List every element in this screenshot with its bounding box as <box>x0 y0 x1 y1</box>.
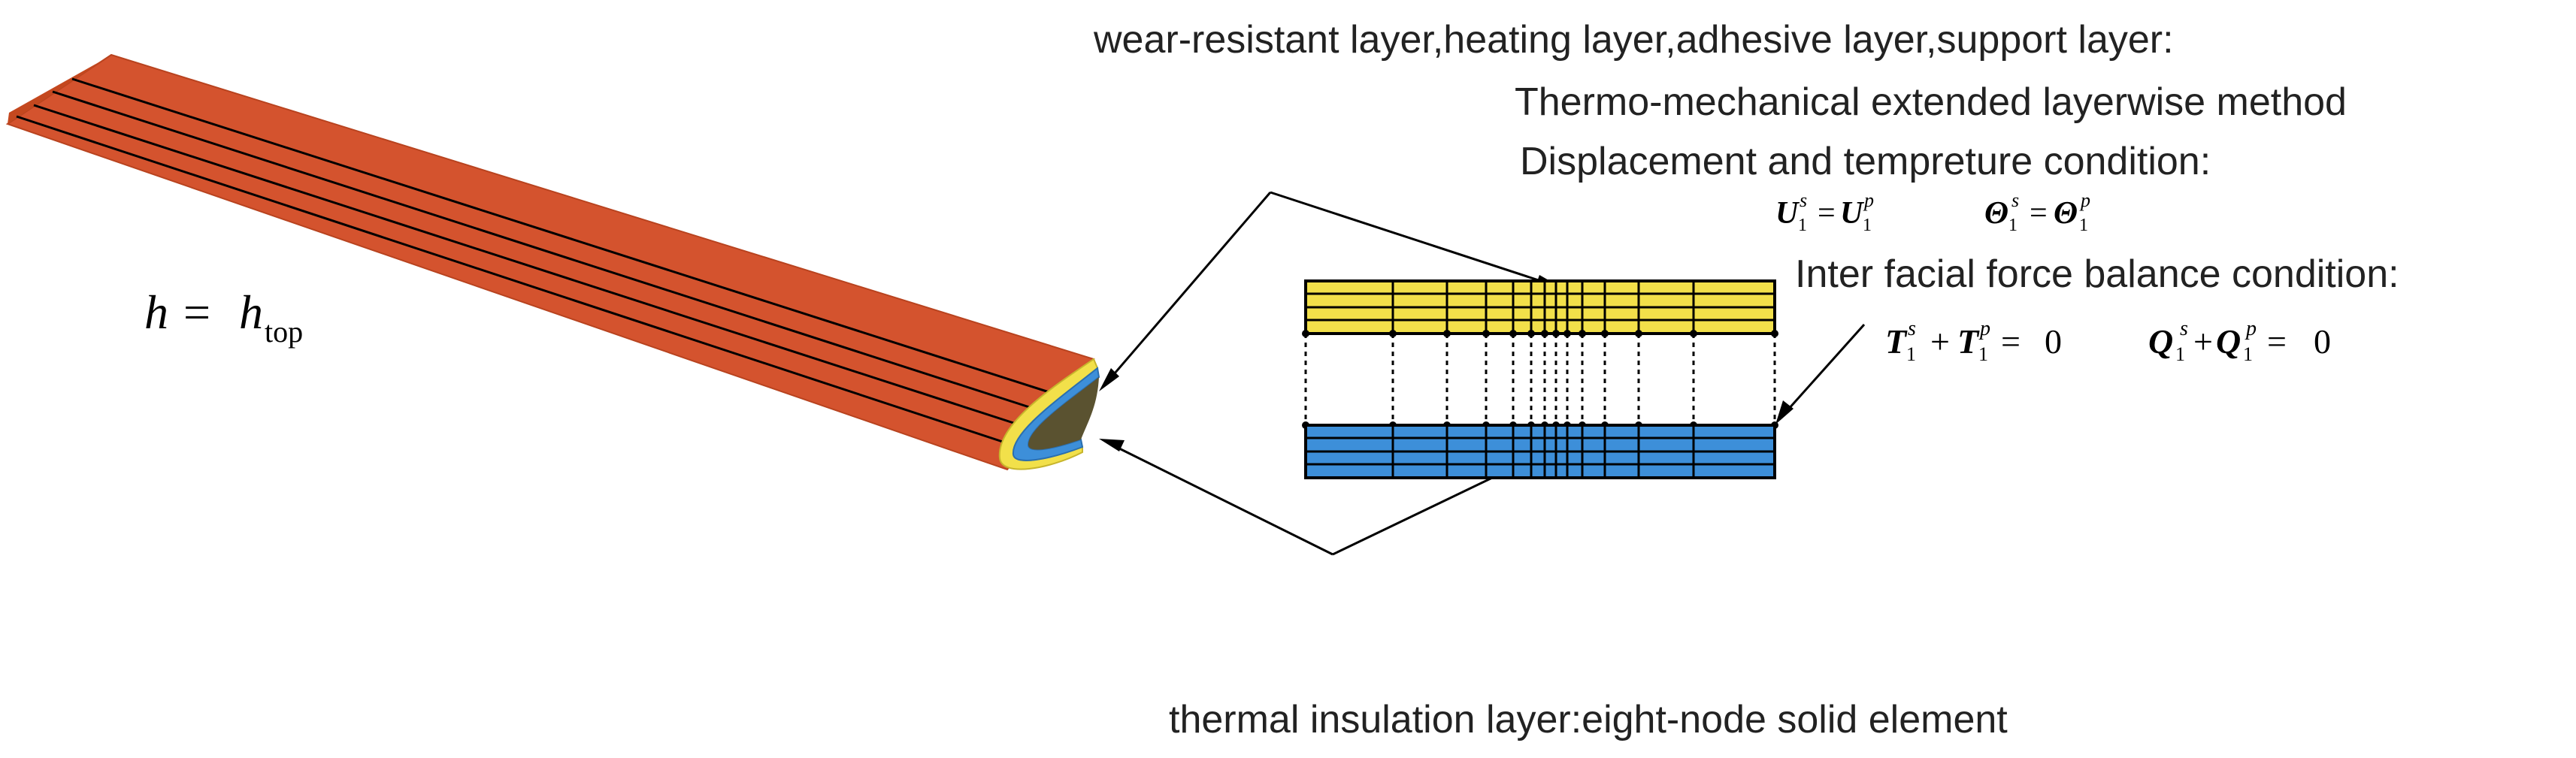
node <box>1579 330 1586 337</box>
blade-ply-line-1 <box>71 77 1057 396</box>
blade-ply-line-4 <box>16 115 1019 448</box>
temp-eq-a-sup: s <box>2011 189 2019 211</box>
heat-eq-plus: + <box>2193 322 2213 361</box>
height-eq-subscript: top <box>265 315 303 349</box>
arrowhead-blade-top <box>1099 368 1119 391</box>
node <box>1389 330 1397 337</box>
arrow-to-top-mesh <box>1270 191 1551 285</box>
disp-eq-equals: = <box>1818 196 1836 231</box>
blade-model <box>5 53 1100 471</box>
force-eq-a-sub: 1 <box>1906 343 1916 365</box>
node <box>1527 330 1535 337</box>
node <box>1482 330 1490 337</box>
top-mesh <box>1304 279 1776 335</box>
insulation-layer-label: thermal insulation layer:eight-node soli… <box>1169 698 2008 741</box>
force-eq-b: T <box>1957 322 1980 361</box>
heat-eq-a: Q <box>2148 322 2173 361</box>
arrow-to-blade-bottom <box>1108 442 1333 556</box>
interface-nodes <box>1302 330 1778 429</box>
arrow-from-condition <box>1780 324 1866 418</box>
height-equation: h = h top <box>144 285 303 349</box>
disp-temp-condition-label: Displacement and tempreture condition: <box>1520 140 2211 183</box>
disp-eq-b-sup: p <box>1863 189 1874 211</box>
blade-ply-line-2 <box>52 90 1044 413</box>
method-label: Thermo-mechanical extended layerwise met… <box>1515 80 2347 124</box>
arrowhead-blade-bottom <box>1099 439 1125 451</box>
disp-eq-a-sup: s <box>1800 189 1807 211</box>
node <box>1443 330 1451 337</box>
node <box>1601 330 1609 337</box>
heat-eq-b-sub: 1 <box>2243 343 2253 365</box>
heat-balance-equation: Q 1 s + Q 1 p = 0 <box>2148 317 2331 365</box>
interface-force-condition-label: Inter facial force balance condition: <box>1795 252 2399 296</box>
force-balance-equation: T 1 s + T 1 p = 0 <box>1885 317 2062 365</box>
node <box>1541 330 1548 337</box>
disp-eq-b-sub: 1 <box>1863 216 1872 235</box>
temp-eq-b: Θ <box>2054 196 2078 231</box>
disp-eq-a: U <box>1775 196 1800 231</box>
heat-eq-b-sup: p <box>2245 317 2257 340</box>
node <box>1690 330 1697 337</box>
force-eq-a-sup: s <box>1908 317 1916 340</box>
heat-eq-a-sub: 1 <box>2175 343 2185 365</box>
interface-connections <box>1304 334 1776 425</box>
force-eq-equals: = <box>2001 322 2021 361</box>
node <box>1635 330 1642 337</box>
force-eq-b-sup: p <box>1978 317 1990 340</box>
force-eq-a: T <box>1885 322 1908 361</box>
layers-group-label: wear-resistant layer,heating layer,adhes… <box>1093 18 2174 62</box>
height-eq-rhs: h <box>239 285 263 339</box>
temperature-equation: Θ 1 s = Θ 1 p <box>1984 189 2090 235</box>
temp-eq-a-sub: 1 <box>2008 216 2018 235</box>
heat-eq-b: Q <box>2216 322 2241 361</box>
node <box>1509 330 1517 337</box>
node <box>1771 330 1778 337</box>
heat-eq-equals: = <box>2267 322 2287 361</box>
arrows <box>1099 191 1866 556</box>
heat-eq-a-sup: s <box>2180 317 2188 340</box>
height-eq-equals: = <box>183 285 210 339</box>
bottom-mesh <box>1304 424 1776 479</box>
temp-eq-b-sup: p <box>2079 189 2090 211</box>
force-eq-plus: + <box>1930 322 1950 361</box>
node <box>1552 330 1560 337</box>
arrow-to-blade-top <box>1103 192 1272 385</box>
arrowhead-condition <box>1775 400 1794 424</box>
temp-eq-b-sub: 1 <box>2079 216 2088 235</box>
blade-ply-line-3 <box>33 104 1031 430</box>
displacement-equation: U 1 s = U 1 p <box>1775 189 1874 235</box>
temp-eq-a: Θ <box>1984 196 2008 231</box>
disp-eq-a-sub: 1 <box>1798 216 1807 235</box>
blade-top-surface <box>5 53 1095 471</box>
node <box>1302 330 1309 337</box>
height-eq-lhs: h <box>144 285 168 339</box>
node <box>1563 330 1571 337</box>
blade-root-face <box>8 55 111 124</box>
temp-eq-equals: = <box>2030 196 2048 231</box>
force-eq-b-sub: 1 <box>1978 343 1988 365</box>
heat-eq-rhs: 0 <box>2314 322 2331 361</box>
force-eq-rhs: 0 <box>2045 322 2062 361</box>
blade-tip-cavity <box>1028 377 1099 450</box>
disp-eq-b: U <box>1840 196 1865 231</box>
